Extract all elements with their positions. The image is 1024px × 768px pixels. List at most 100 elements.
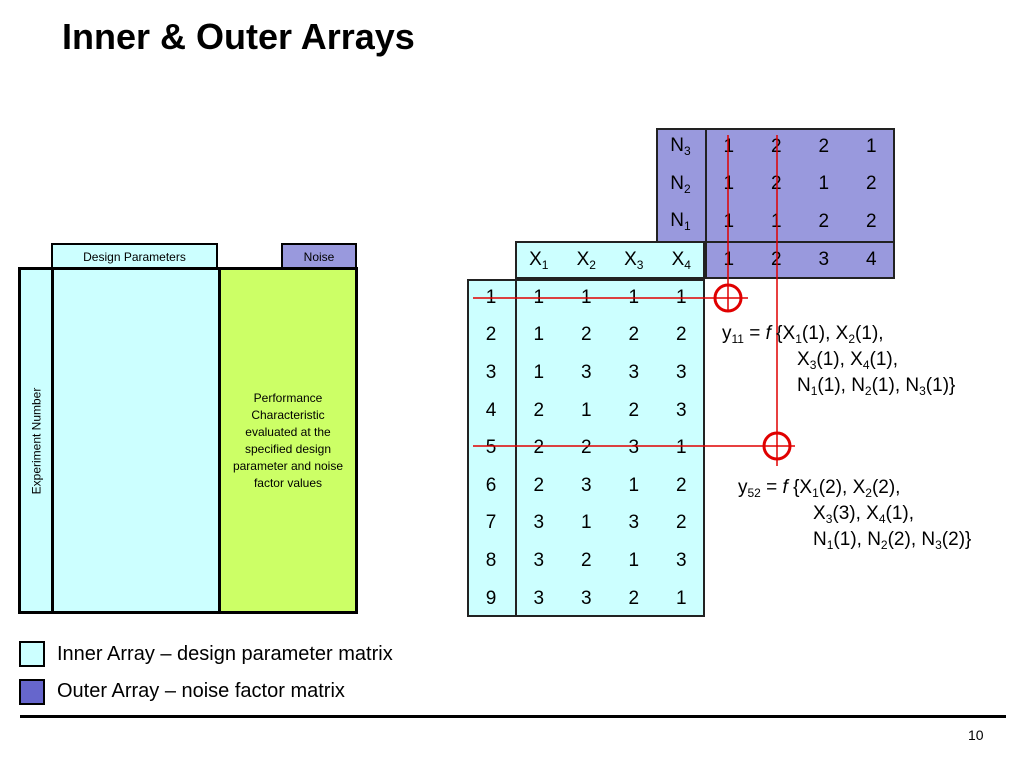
symbol: X (671, 248, 685, 270)
noise-factor-label: N1 (670, 210, 690, 233)
formula-segment: 2 (865, 486, 872, 500)
formula-segment: (3), X (832, 503, 879, 524)
design-parameters-block (51, 267, 221, 614)
experiment-number: 4 (485, 399, 497, 421)
page-number: 10 (968, 727, 984, 743)
subscript: 2 (684, 181, 691, 196)
inner-header-frame (515, 241, 705, 279)
inner-cell: 2 (533, 474, 545, 496)
inner-cell: 3 (580, 474, 592, 496)
subscript: 4 (684, 257, 691, 272)
outer-cell: 2 (865, 210, 877, 232)
inner-cell: 3 (533, 512, 545, 534)
formula-segment: {X (770, 323, 796, 344)
experiment-number: 3 (485, 361, 497, 383)
inner-cell: 1 (580, 399, 592, 421)
y52-formula-line: y52 = f {X1(2), X2(2), (738, 477, 900, 500)
formula-segment: (1), (855, 323, 884, 344)
formula-segment: 2 (880, 538, 888, 552)
outer-cell: 1 (865, 135, 877, 157)
symbol: N (670, 210, 685, 232)
design-parameters-header: Design Parameters (51, 243, 218, 269)
formula-segment: (1), X (816, 349, 863, 370)
inner-cell: 1 (628, 549, 640, 571)
inner-array-legend: Inner Array – design parameter matrix (57, 643, 393, 665)
formula-segment: X (797, 349, 810, 370)
inner-values-frame (515, 279, 705, 617)
inner-cell: 1 (628, 474, 640, 496)
formula-segment: = (743, 323, 766, 344)
inner-cell: 3 (675, 361, 687, 383)
inner-cell: 1 (675, 437, 687, 459)
inner-cell: 2 (675, 512, 687, 534)
outer-column-number: 2 (770, 249, 782, 270)
experiment-number: 7 (485, 512, 497, 534)
formula-segment: (1), (885, 503, 915, 524)
symbol: X (576, 248, 590, 270)
inner-cell: 3 (580, 361, 592, 383)
formula-segment: N (797, 375, 811, 396)
inner-array-swatch (19, 641, 45, 667)
experiment-number: 5 (485, 437, 497, 459)
inner-cell: 2 (580, 549, 592, 571)
inner-column-header: X4 (658, 241, 706, 279)
formula-segment: y (722, 323, 732, 344)
outer-row-label: N3 (656, 128, 705, 166)
inner-array-bg (467, 279, 705, 617)
formula-segment: (2), N (887, 529, 936, 550)
noise-factor-label: N3 (670, 135, 690, 158)
outer-array-swatch (19, 679, 45, 705)
outer-cell: 1 (770, 210, 782, 232)
experiment-number: 6 (485, 474, 497, 496)
inner-cell: 2 (628, 324, 640, 346)
formula-segment: (2), (871, 477, 901, 498)
inner-cell: 3 (675, 549, 687, 571)
inner-cell: 2 (675, 324, 687, 346)
inner-cell: 3 (675, 399, 687, 421)
experiment-number: 2 (485, 324, 497, 346)
outer-array-column-numbers-frame (705, 241, 895, 279)
inner-cell: 1 (580, 512, 592, 534)
outer-cell: 2 (770, 135, 782, 157)
experiment-number: 9 (485, 587, 497, 609)
experiment-number-column (18, 267, 54, 614)
symbol: X (624, 248, 637, 270)
subscript: 3 (636, 257, 644, 272)
inner-header-bg (515, 241, 705, 279)
outer-cell: 2 (770, 173, 782, 195)
y52-formula-line: N1(1), N2(2), N3(2)} (813, 529, 971, 552)
inner-cell: 3 (533, 549, 545, 571)
noise-factor-label: N2 (670, 173, 690, 196)
inner-cell: 3 (628, 361, 640, 383)
inner-cell: 3 (580, 587, 592, 609)
design-parameter-label: X4 (672, 249, 691, 272)
performance-block: Performance Characteristic evaluated at … (218, 267, 358, 614)
symbol: N (670, 172, 685, 194)
inner-cell: 2 (628, 587, 640, 609)
slide-title: Inner & Outer Arrays (62, 16, 415, 57)
outer-cell: 1 (818, 173, 830, 195)
inner-cell: 2 (533, 437, 545, 459)
inner-cell: 2 (533, 399, 545, 421)
y11-formula-line: X3(1), X4(1), (797, 349, 898, 372)
formula-segment: (1), N (871, 375, 920, 396)
subscript: 1 (684, 219, 691, 234)
formula-segment: 2 (864, 384, 872, 398)
y11-marker-circle (713, 283, 743, 313)
formula-segment: (1), N (833, 529, 881, 550)
design-parameter-label: X1 (529, 249, 548, 272)
outer-cell: 2 (818, 135, 830, 157)
formula-segment: 1 (795, 332, 802, 346)
y52-marker-circle (762, 431, 792, 461)
subscript: 3 (684, 144, 691, 159)
inner-column-header: X2 (563, 241, 611, 279)
formula-segment: (2), X (818, 477, 866, 498)
formula-segment: {X (787, 477, 813, 498)
symbol: N (670, 135, 685, 157)
inner-column-header: X1 (515, 241, 563, 279)
formula-segment: 1 (812, 486, 819, 500)
outer-column-number: 4 (865, 249, 877, 270)
noise-header: Noise (281, 243, 357, 269)
y11-formula-line: y11 = f {X1(1), X2(1), (722, 323, 884, 346)
